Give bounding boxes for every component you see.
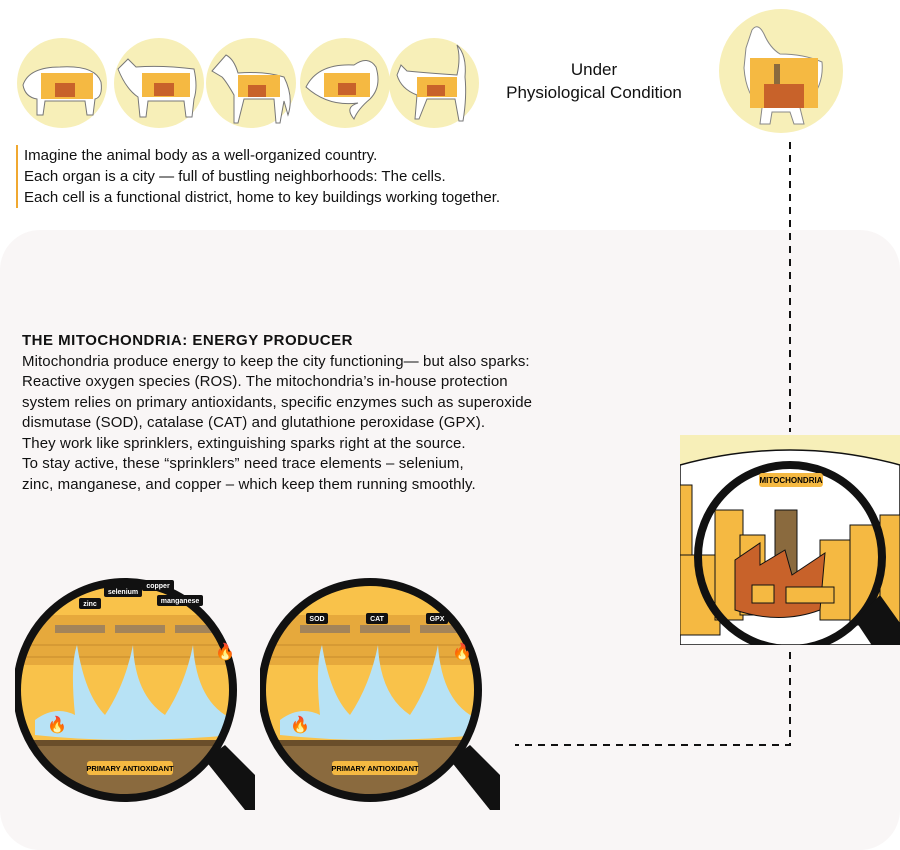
enzyme-label: SOD	[309, 616, 324, 623]
enzyme-label: CAT	[370, 616, 385, 623]
fish-icon	[300, 38, 390, 128]
enzymes-magnifier: PRIMARY ANTIOXIDANT SOD CAT GPX 🔥 🔥	[260, 578, 500, 810]
trace-elements-magnifier: PRIMARY ANTIOXIDANT zinc selenium copper…	[15, 578, 255, 810]
mitochondria-factory-illustration: MITOCHONDRIA	[680, 435, 900, 645]
chicken-icon	[719, 9, 843, 133]
section-title: THE MITOCHONDRIA: ENERGY PRODUCER	[22, 332, 353, 349]
cow-icon	[114, 38, 204, 128]
body-line: dismutase (SOD), catalase (CAT) and glut…	[22, 414, 486, 431]
intro-line: Imagine the animal body as a well-organi…	[24, 147, 378, 164]
fire-icon: 🔥	[47, 715, 67, 734]
body-line: To stay active, these “sprinklers” need …	[22, 455, 464, 472]
cat-icon	[389, 38, 479, 128]
fire-icon: 🔥	[452, 642, 472, 661]
enzyme-label: GPX	[430, 616, 445, 623]
footer-label: PRIMARY ANTIOXIDANT	[86, 764, 174, 773]
intro-line: Each organ is a city — full of bustling …	[24, 168, 446, 185]
body-line: system relies on primary antioxidants, s…	[22, 393, 533, 411]
intro-line: Each cell is a functional district, home…	[24, 189, 501, 206]
element-label: manganese	[161, 598, 200, 605]
condition-heading: Under Physiological Condition	[480, 58, 708, 104]
intro-text: Imagine the animal body as a well-organi…	[16, 145, 500, 208]
dashed-connector	[515, 142, 791, 746]
condition-line-1: Under	[570, 60, 618, 79]
element-label: copper	[146, 583, 170, 590]
horse-icon	[206, 38, 296, 128]
body-line: Reactive oxygen species (ROS). The mitoc…	[22, 373, 508, 390]
fire-icon: 🔥	[215, 642, 235, 661]
mitochondria-description: THE MITOCHONDRIA: ENERGY PRODUCER Mitoch…	[22, 331, 532, 495]
element-label: zinc	[83, 601, 97, 608]
condition-line-2: Physiological Condition	[506, 83, 682, 102]
fire-icon: 🔥	[290, 715, 310, 734]
footer-label: PRIMARY ANTIOXIDANT	[331, 764, 419, 773]
mitochondria-badge: MITOCHONDRIA	[760, 476, 823, 485]
element-label: selenium	[108, 589, 138, 596]
body-line: zinc, manganese, and copper – which keep…	[22, 475, 476, 493]
body-line: They work like sprinklers, extinguishing…	[22, 434, 466, 452]
body-line: Mitochondria produce energy to keep the …	[22, 352, 530, 370]
pig-icon	[17, 38, 107, 128]
